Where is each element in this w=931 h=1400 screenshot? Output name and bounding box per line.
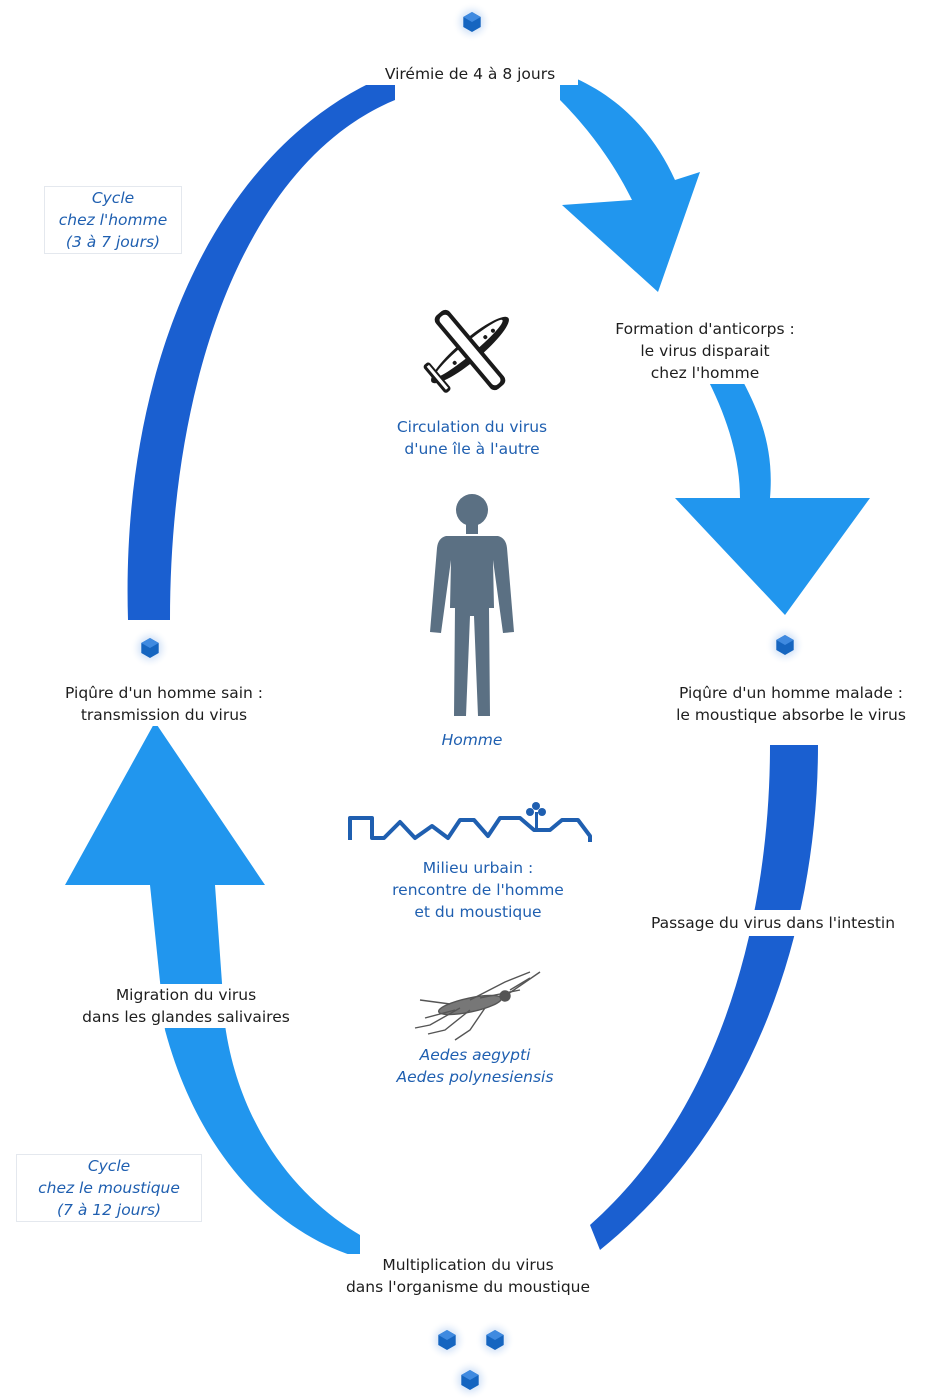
salivary-label: Migration du virus dans les glandes sali… [64,984,308,1028]
intestine-label: Passage du virus dans l'intestin [620,910,926,936]
healthy-bite-label: Piqûre d'un homme sain : transmission du… [30,682,298,726]
human-cycle-line-3: (3 à 7 jours) [65,233,161,251]
mosquito-icon [414,971,541,1041]
virus-icon [427,1320,467,1360]
urban-caption-line-2: rencontre de l'homme [392,881,564,899]
plane-caption: Circulation du virus d'une île à l'autre [362,416,582,460]
plane-caption-line-1: Circulation du virus [396,418,548,436]
plant-icon [526,802,546,830]
viremia-text: Virémie de 4 à 8 jours [384,65,556,83]
mosquito-cycle-arc [590,745,818,1250]
houses-icon [348,816,592,842]
mosquito-cycle-line-1: Cycle [87,1157,131,1175]
intestine-text: Passage du virus dans l'intestin [650,914,896,932]
multiplication-line-1: Multiplication du virus [382,1256,554,1274]
virus-icon [450,1360,490,1400]
antibodies-to-bite-arrow [675,350,870,615]
healthy-bite-line-2: transmission du virus [80,706,248,724]
antibodies-label: Formation d'anticorps : le virus dispara… [584,318,826,384]
mosquito-cycle-line-3: (7 à 12 jours) [56,1201,162,1219]
salivary-line-2: dans les glandes salivaires [82,1008,290,1026]
virus-icon [475,1320,515,1360]
sick-bite-line-2: le moustique absorbe le virus [676,706,906,724]
human-cycle-label: Cycle chez l'homme (3 à 7 jours) [44,186,182,254]
healthy-bite-line-1: Piqûre d'un homme sain : [65,684,263,702]
species-label: Aedes aegypti Aedes polynesiensis [370,1044,580,1088]
mosquito-cycle-label: Cycle chez le moustique (7 à 12 jours) [16,1154,202,1222]
virus-icon [452,2,492,42]
viremia-to-antibodies-arrow [560,72,700,292]
virus-icon [130,628,170,668]
mosquito-cycle-line-2: chez le moustique [38,1179,180,1197]
plane-caption-line-2: d'une île à l'autre [404,440,540,458]
human-caption: Homme [420,729,524,751]
human-cycle-line-1: Cycle [91,189,135,207]
human-cycle-line-2: chez l'homme [58,211,168,229]
airplane-icon [423,309,509,393]
salivary-line-1: Migration du virus [115,986,257,1004]
sick-bite-line-1: Piqûre d'un homme malade : [678,684,904,702]
species-line-2: Aedes polynesiensis [396,1068,554,1086]
urban-caption-line-1: Milieu urbain : [422,859,534,877]
human-figure-icon [430,494,514,716]
virus-icon [765,625,805,665]
sick-bite-label: Piqûre d'un homme malade : le moustique … [654,682,928,726]
antibodies-line-1: Formation d'anticorps : [615,320,795,338]
urban-caption-line-3: et du moustique [414,903,542,921]
urban-caption: Milieu urbain : rencontre de l'homme et … [360,857,596,923]
viremia-label: Virémie de 4 à 8 jours [362,63,578,85]
multiplication-label: Multiplication du virus dans l'organisme… [318,1254,618,1298]
multiplication-line-2: dans l'organisme du moustique [345,1278,591,1296]
species-line-1: Aedes aegypti [419,1046,531,1064]
human-cycle-arc [127,72,395,620]
antibodies-line-2: le virus disparait [640,342,770,360]
antibodies-line-3: chez l'homme [650,364,760,382]
human-caption-text: Homme [441,731,503,749]
